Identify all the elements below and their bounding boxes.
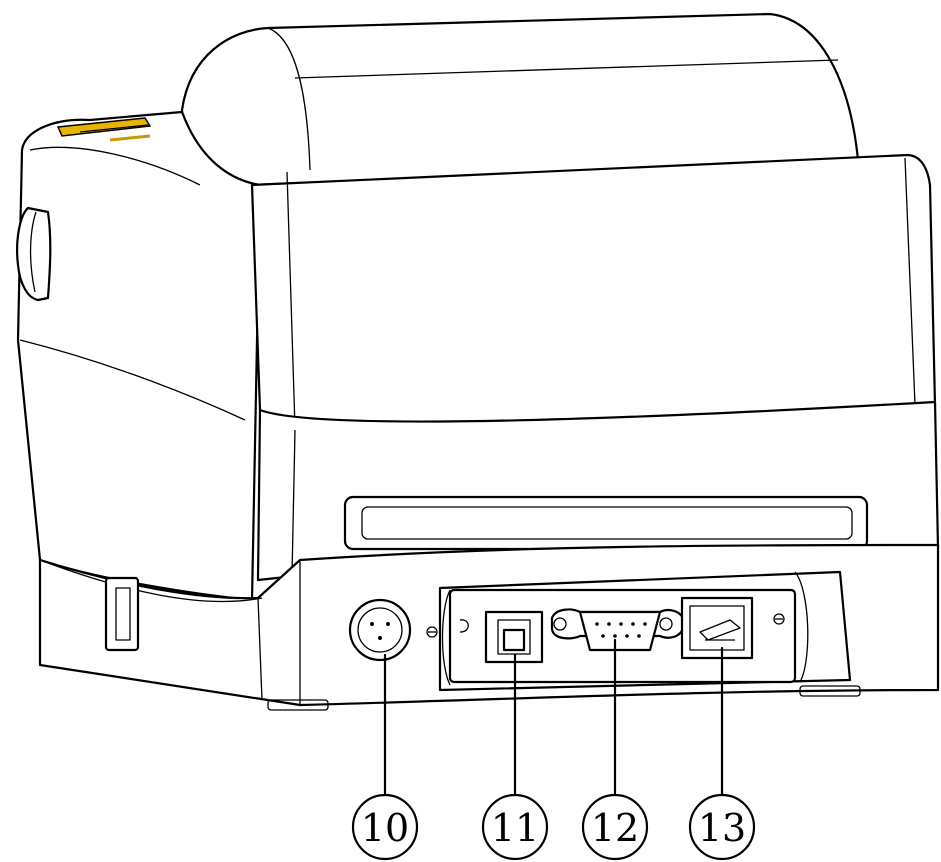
callout-label-12: 12 [591,806,639,850]
usb-port [484,610,544,664]
top-release-lever [56,117,152,142]
callout-12: 12 [581,793,649,861]
printer-left-side [16,110,262,602]
ethernet-port [680,596,754,660]
side-knob [16,206,52,302]
callout-label-13: 13 [698,806,746,850]
callout-label-10: 10 [361,806,409,850]
paper-roll-cover [180,12,860,187]
callout-leader-lines [383,638,724,797]
base-latch [104,576,140,652]
callout-11: 11 [481,793,549,861]
paper-exit-slot [343,495,869,551]
callout-10: 10 [351,793,419,861]
power-socket [348,598,412,662]
callout-label-11: 11 [491,806,539,850]
serial-port [550,608,686,652]
callout-13: 13 [688,793,756,861]
